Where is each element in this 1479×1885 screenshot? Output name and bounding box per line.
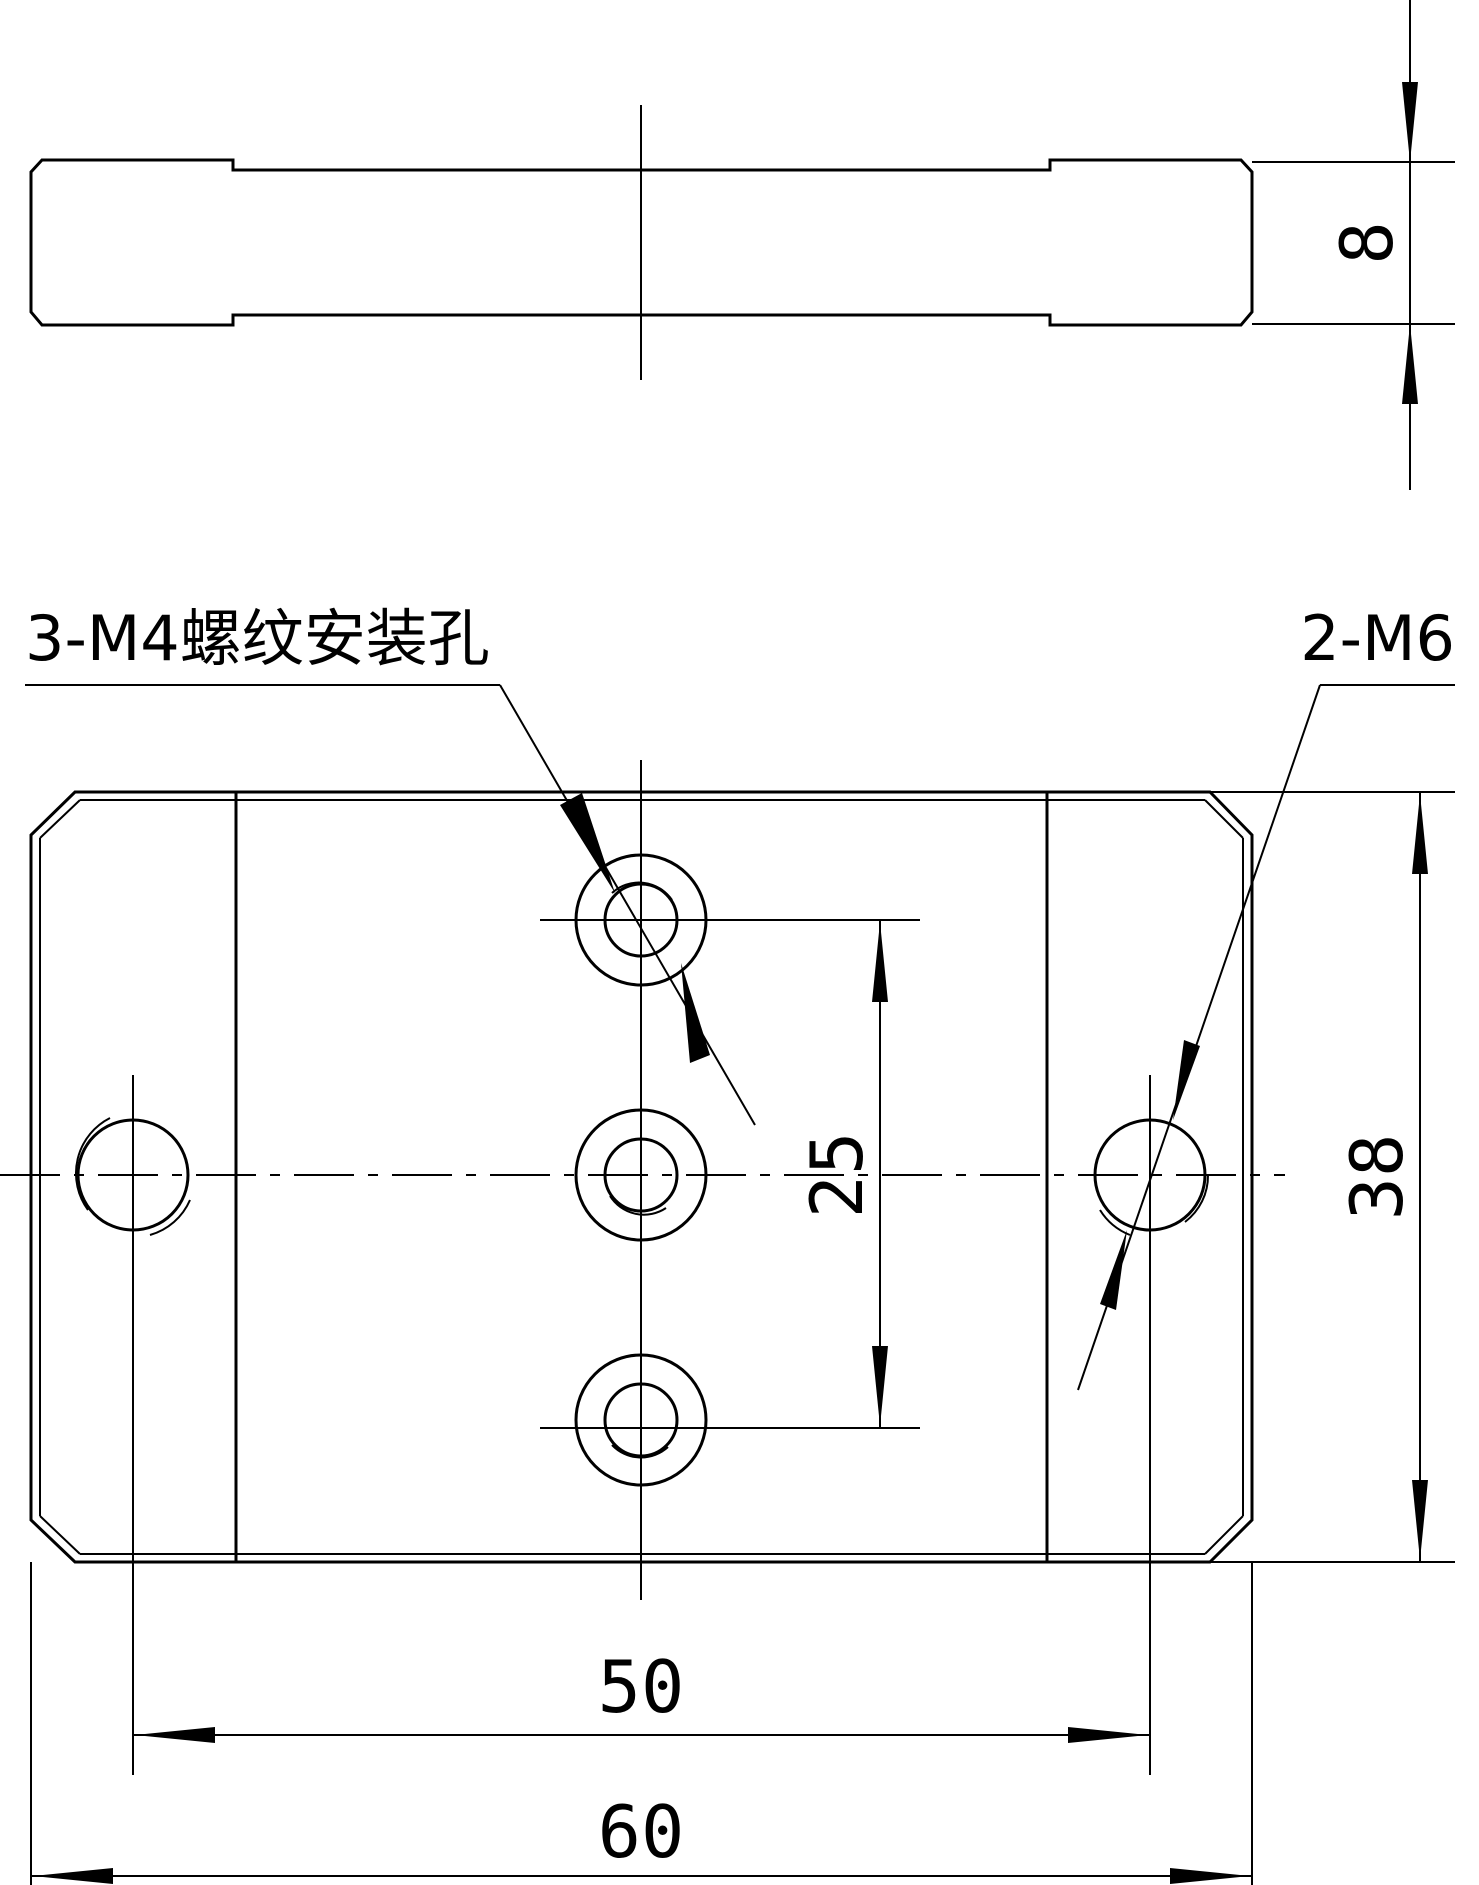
pitch-dimension-text: 25 [795, 1132, 879, 1219]
pitch-arrow-top [872, 922, 888, 1002]
m4-leader-arrow-in [560, 793, 615, 893]
width-dimension-text: 60 [598, 1790, 685, 1874]
width-arrow-right [1170, 1868, 1250, 1884]
m4-hole-bottom [540, 1353, 920, 1487]
width-arrow-left [33, 1868, 113, 1884]
pitch-arrow-bottom [872, 1346, 888, 1426]
m4-leader-line [499, 684, 756, 1126]
plate-chamfer-inner [39, 799, 1244, 1555]
span-arrow-left [135, 1727, 215, 1743]
m6-holes-label: 2-M6 [1300, 602, 1455, 675]
m4-holes-label: 3-M4螺纹安装孔 [25, 602, 490, 675]
m6-hole-left [75, 1075, 191, 1775]
thickness-arrow-bottom [1402, 324, 1418, 404]
thickness-dimension-text: 8 [1325, 221, 1409, 264]
height-dimension-text: 38 [1335, 1134, 1419, 1221]
side-view-outline [29, 158, 1254, 327]
height-arrow-bottom [1412, 1480, 1428, 1560]
span-arrow-right [1068, 1727, 1148, 1743]
m6-leader-arrow-in [1173, 1040, 1200, 1120]
m4-hole-top [540, 853, 920, 987]
m6-hole-right [1093, 1075, 1210, 1775]
m6-leader-arrow-out [1100, 1230, 1127, 1310]
m4-hole-middle [574, 1108, 708, 1242]
side-view: 8 [29, 0, 1455, 490]
thickness-arrow-top [1402, 82, 1418, 162]
plan-view: 3-M4螺纹安装孔 2-M6 25 38 50 60 [0, 602, 1455, 1885]
span-dimension-text: 50 [598, 1645, 685, 1729]
m4-leader-arrow-out [681, 963, 710, 1063]
height-arrow-top [1412, 794, 1428, 874]
